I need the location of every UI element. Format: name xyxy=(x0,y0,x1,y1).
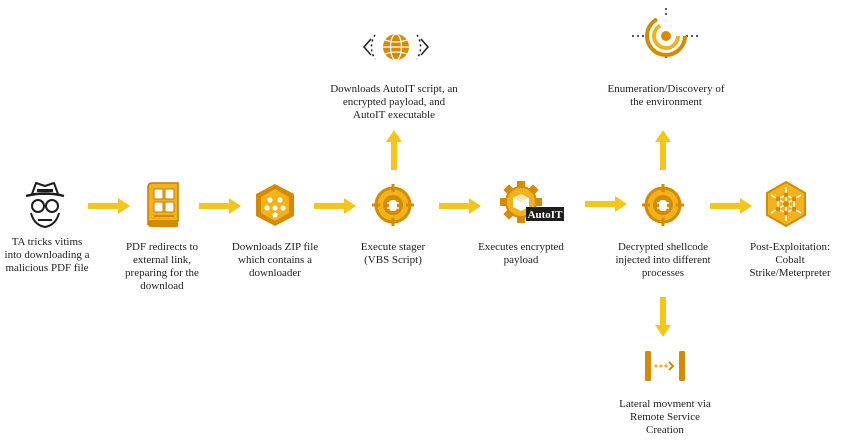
step-pdf-redirect-label: PDF redirects to external link, preparin… xyxy=(125,241,199,292)
autoit-badge: AutoIT xyxy=(528,209,564,221)
arrow-6 xyxy=(710,198,752,214)
arrow-2 xyxy=(199,198,241,214)
step-execute-payload-label: Executes encrypted payload xyxy=(478,241,564,266)
network-sphere-icon xyxy=(766,180,806,228)
step-shellcode-inject-label: Decrypted shellcode injected into differ… xyxy=(615,241,711,279)
arrow-5 xyxy=(585,196,627,212)
arrow-up-shellcode xyxy=(655,130,671,170)
arrow-3 xyxy=(314,198,356,214)
step-lateral-movement-label: Lateral movment via Remote Service Creat… xyxy=(619,398,711,436)
zip-archive-icon xyxy=(256,184,294,226)
step-enumeration-label: Enumeration/Discovery of the environment xyxy=(607,83,725,108)
step-zip-download-label: Downloads ZIP file which contains a down… xyxy=(231,241,319,279)
arrow-down-shellcode xyxy=(655,297,671,337)
step-autoit-download-label: Downloads AutoIT script, an encrypted pa… xyxy=(330,83,458,121)
step-post-exploitation-label: Post-Exploitation: Cobalt Strike/Meterpr… xyxy=(749,241,831,279)
globe-icon xyxy=(363,33,429,61)
spy-icon xyxy=(25,182,65,229)
target-bug-icon xyxy=(372,184,414,226)
gear-box-icon: AutoIT xyxy=(500,181,564,223)
arrow-1 xyxy=(88,198,130,214)
radar-icon xyxy=(632,8,700,60)
lateral-transfer-icon xyxy=(645,351,685,381)
step-execute-stager-label: Execute stager (VBS Script) xyxy=(360,241,426,266)
arrow-4 xyxy=(439,198,481,214)
document-icon xyxy=(147,182,179,227)
arrow-up-stager xyxy=(386,130,402,170)
target-bug-icon xyxy=(642,184,684,226)
step-ta-tricks-label: TA tricks vitims into downloading a mali… xyxy=(4,236,90,274)
